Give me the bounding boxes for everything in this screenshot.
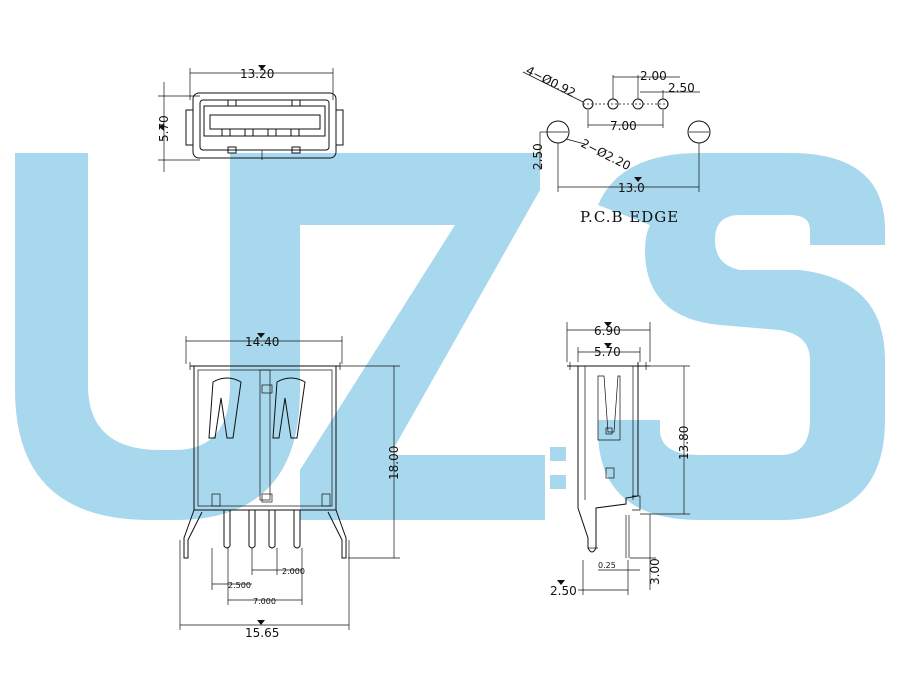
front-view: 14.40 18.00 2.500 2.000 7.000 15.65: [179, 333, 401, 640]
pcb-small-hole-label: 4−Ø0.92: [524, 63, 578, 100]
side-pin-thickness-label: 0.25: [598, 561, 616, 570]
side-pin-offset-label: 2.50: [550, 584, 577, 598]
top-view: 13.20 5.70: [157, 65, 344, 172]
pcb-large-hole-label: 2−Ø2.20: [579, 136, 633, 173]
front-pin-span-label: 7.000: [253, 597, 276, 606]
pcb-pitch-label: 2.00: [640, 69, 667, 83]
side-height-label: 13.80: [677, 426, 691, 460]
pcb-pitch-offset-label: 2.50: [668, 81, 695, 95]
pcb-span-label: 7.00: [610, 119, 637, 133]
side-view: 6.90 5.70 13.80 3.00 0.25 2.50: [550, 322, 691, 598]
side-pin-length-label: 3.00: [648, 558, 662, 585]
pcb-edge-label: P.C.B EDGE: [580, 208, 679, 226]
front-pin-offset-label: 2.500: [228, 581, 251, 590]
pcb-mount-span-label: 13.0: [618, 181, 645, 195]
front-leg-span-label: 15.65: [245, 626, 279, 640]
top-width-label: 13.20: [240, 67, 274, 81]
front-width-label: 14.40: [245, 335, 279, 349]
front-pin-pitch-label: 2.000: [282, 567, 305, 576]
watermark-logo: [15, 153, 885, 520]
pcb-row-offset-label: 2.50: [531, 143, 545, 170]
side-width-outer-label: 6.90: [594, 324, 621, 338]
front-height-label: 18.00: [387, 446, 401, 480]
side-width-inner-label: 5.70: [594, 345, 621, 359]
